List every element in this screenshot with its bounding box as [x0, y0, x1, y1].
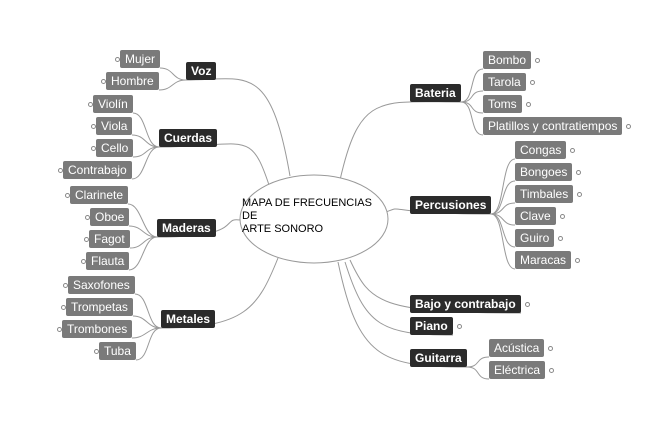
connector-line: [490, 158, 516, 215]
connector-line: [460, 90, 484, 103]
connector-line: [132, 112, 160, 148]
leaf-timbales-expand-knob[interactable]: [576, 191, 582, 197]
leaf-contrabajo-expand-knob[interactable]: [57, 167, 63, 173]
leaf-hombre[interactable]: Hombre: [106, 72, 159, 90]
connector-line: [185, 78, 291, 177]
leaf-maracas-expand-knob[interactable]: [574, 257, 580, 263]
connector-line: [159, 67, 187, 81]
central-topic-line-1: MAPA DE FRECUENCIAS: [242, 197, 372, 209]
connector-line: [128, 225, 158, 238]
branch-bajo-contrabajo[interactable]: Bajo y contrabajo: [410, 295, 521, 313]
leaf-acustica[interactable]: Acústica: [489, 339, 545, 357]
leaf-guiro-expand-knob[interactable]: [557, 235, 563, 241]
connector-line: [128, 236, 158, 271]
leaf-mujer[interactable]: Mujer: [120, 50, 161, 68]
leaf-viola-expand-knob[interactable]: [90, 123, 96, 129]
branch-metales[interactable]: Metales: [161, 310, 216, 328]
leaf-clarinete-expand-knob[interactable]: [64, 192, 70, 198]
leaf-cello-expand-knob[interactable]: [90, 145, 96, 151]
leaf-bombo[interactable]: Bombo: [483, 51, 532, 69]
leaf-flauta-expand-knob[interactable]: [80, 258, 86, 264]
leaf-cello[interactable]: Cello: [96, 139, 134, 157]
leaf-bombo-expand-knob[interactable]: [534, 57, 540, 63]
connector-line: [460, 101, 484, 136]
leaf-guiro[interactable]: Guiro: [515, 229, 555, 247]
branch-cuerdas[interactable]: Cuerdas: [159, 129, 218, 147]
branch-piano[interactable]: Piano: [410, 317, 453, 335]
leaf-bongoes-expand-knob[interactable]: [575, 169, 581, 175]
connector-line: [134, 293, 162, 329]
connector-line: [460, 68, 484, 103]
leaf-flauta[interactable]: Flauta: [86, 252, 130, 270]
branch-guitarra[interactable]: Guitarra: [410, 349, 467, 367]
leaf-saxofones-expand-knob[interactable]: [62, 282, 68, 288]
leaf-congas[interactable]: Congas: [515, 141, 567, 159]
connector-line: [127, 203, 158, 238]
connector-line: [131, 134, 160, 148]
connector-line: [460, 101, 484, 114]
leaf-tarola[interactable]: Tarola: [483, 73, 526, 91]
connector-line: [490, 180, 516, 215]
leaf-clave[interactable]: Clave: [515, 207, 556, 225]
leaf-timbales[interactable]: Timbales: [515, 185, 574, 203]
connector-line: [490, 213, 516, 270]
central-topic-line-2: DE: [242, 210, 258, 222]
connector-line: [131, 146, 160, 180]
leaf-maracas[interactable]: Maracas: [515, 251, 572, 269]
leaf-oboe-expand-knob[interactable]: [84, 214, 90, 220]
leaf-tarola-expand-knob[interactable]: [529, 79, 535, 85]
branch-maderas[interactable]: Maderas: [157, 219, 216, 237]
connector-line: [158, 143, 271, 189]
leaf-saxofones[interactable]: Saxofones: [68, 276, 135, 294]
leaf-trompetas[interactable]: Trompetas: [66, 298, 133, 316]
connector-line: [339, 101, 462, 181]
leaf-violin[interactable]: Violín: [93, 95, 133, 113]
leaf-fagot-expand-knob[interactable]: [83, 236, 89, 242]
branch-piano-expand-knob[interactable]: [456, 323, 462, 329]
leaf-hombre-expand-knob[interactable]: [100, 78, 106, 84]
leaf-tuba-expand-knob[interactable]: [93, 348, 99, 354]
leaf-mujer-expand-knob[interactable]: [114, 56, 120, 62]
branch-voz[interactable]: Voz: [186, 62, 217, 80]
leaf-viola[interactable]: Viola: [96, 117, 133, 135]
connector-line: [135, 327, 162, 361]
leaf-violin-expand-knob[interactable]: [87, 101, 93, 107]
leaf-congas-expand-knob[interactable]: [569, 147, 575, 153]
leaf-tuba[interactable]: Tuba: [99, 342, 136, 360]
connector-line: [132, 315, 162, 329]
leaf-toms[interactable]: Toms: [483, 95, 522, 113]
leaf-platillos-expand-knob[interactable]: [625, 123, 631, 129]
leaf-platillos[interactable]: Platillos y contratiempos: [483, 117, 623, 135]
leaf-bongoes[interactable]: Bongoes: [515, 163, 573, 181]
leaf-electrica-expand-knob[interactable]: [548, 367, 554, 373]
leaf-clarinete[interactable]: Clarinete: [70, 186, 129, 204]
leaf-acustica-expand-knob[interactable]: [547, 345, 553, 351]
connector-line: [466, 356, 490, 368]
leaf-electrica[interactable]: Eléctrica: [489, 361, 546, 379]
connector-line: [158, 79, 187, 91]
connector-line: [466, 366, 490, 380]
leaf-trombones[interactable]: Trombones: [62, 320, 133, 338]
connector-line: [490, 202, 516, 215]
central-topic-line-3: ARTE SONORO: [242, 223, 324, 235]
leaf-trombones-expand-knob[interactable]: [56, 326, 62, 332]
leaf-clave-expand-knob[interactable]: [559, 213, 565, 219]
central-topic-ellipse[interactable]: [239, 174, 389, 264]
branch-bateria[interactable]: Bateria: [410, 84, 461, 102]
branch-percusiones[interactable]: Percusiones: [410, 196, 492, 214]
leaf-fagot[interactable]: Fagot: [89, 230, 130, 248]
leaf-oboe[interactable]: Oboe: [90, 208, 130, 226]
central-topic[interactable]: MAPA DE FRECUENCIAS DE ARTE SONORO: [242, 197, 372, 236]
leaf-trompetas-expand-knob[interactable]: [60, 304, 66, 310]
leaf-contrabajo[interactable]: Contrabajo: [63, 161, 132, 179]
leaf-toms-expand-knob[interactable]: [525, 101, 531, 107]
branch-bajo-contrabajo-expand-knob[interactable]: [524, 301, 530, 307]
